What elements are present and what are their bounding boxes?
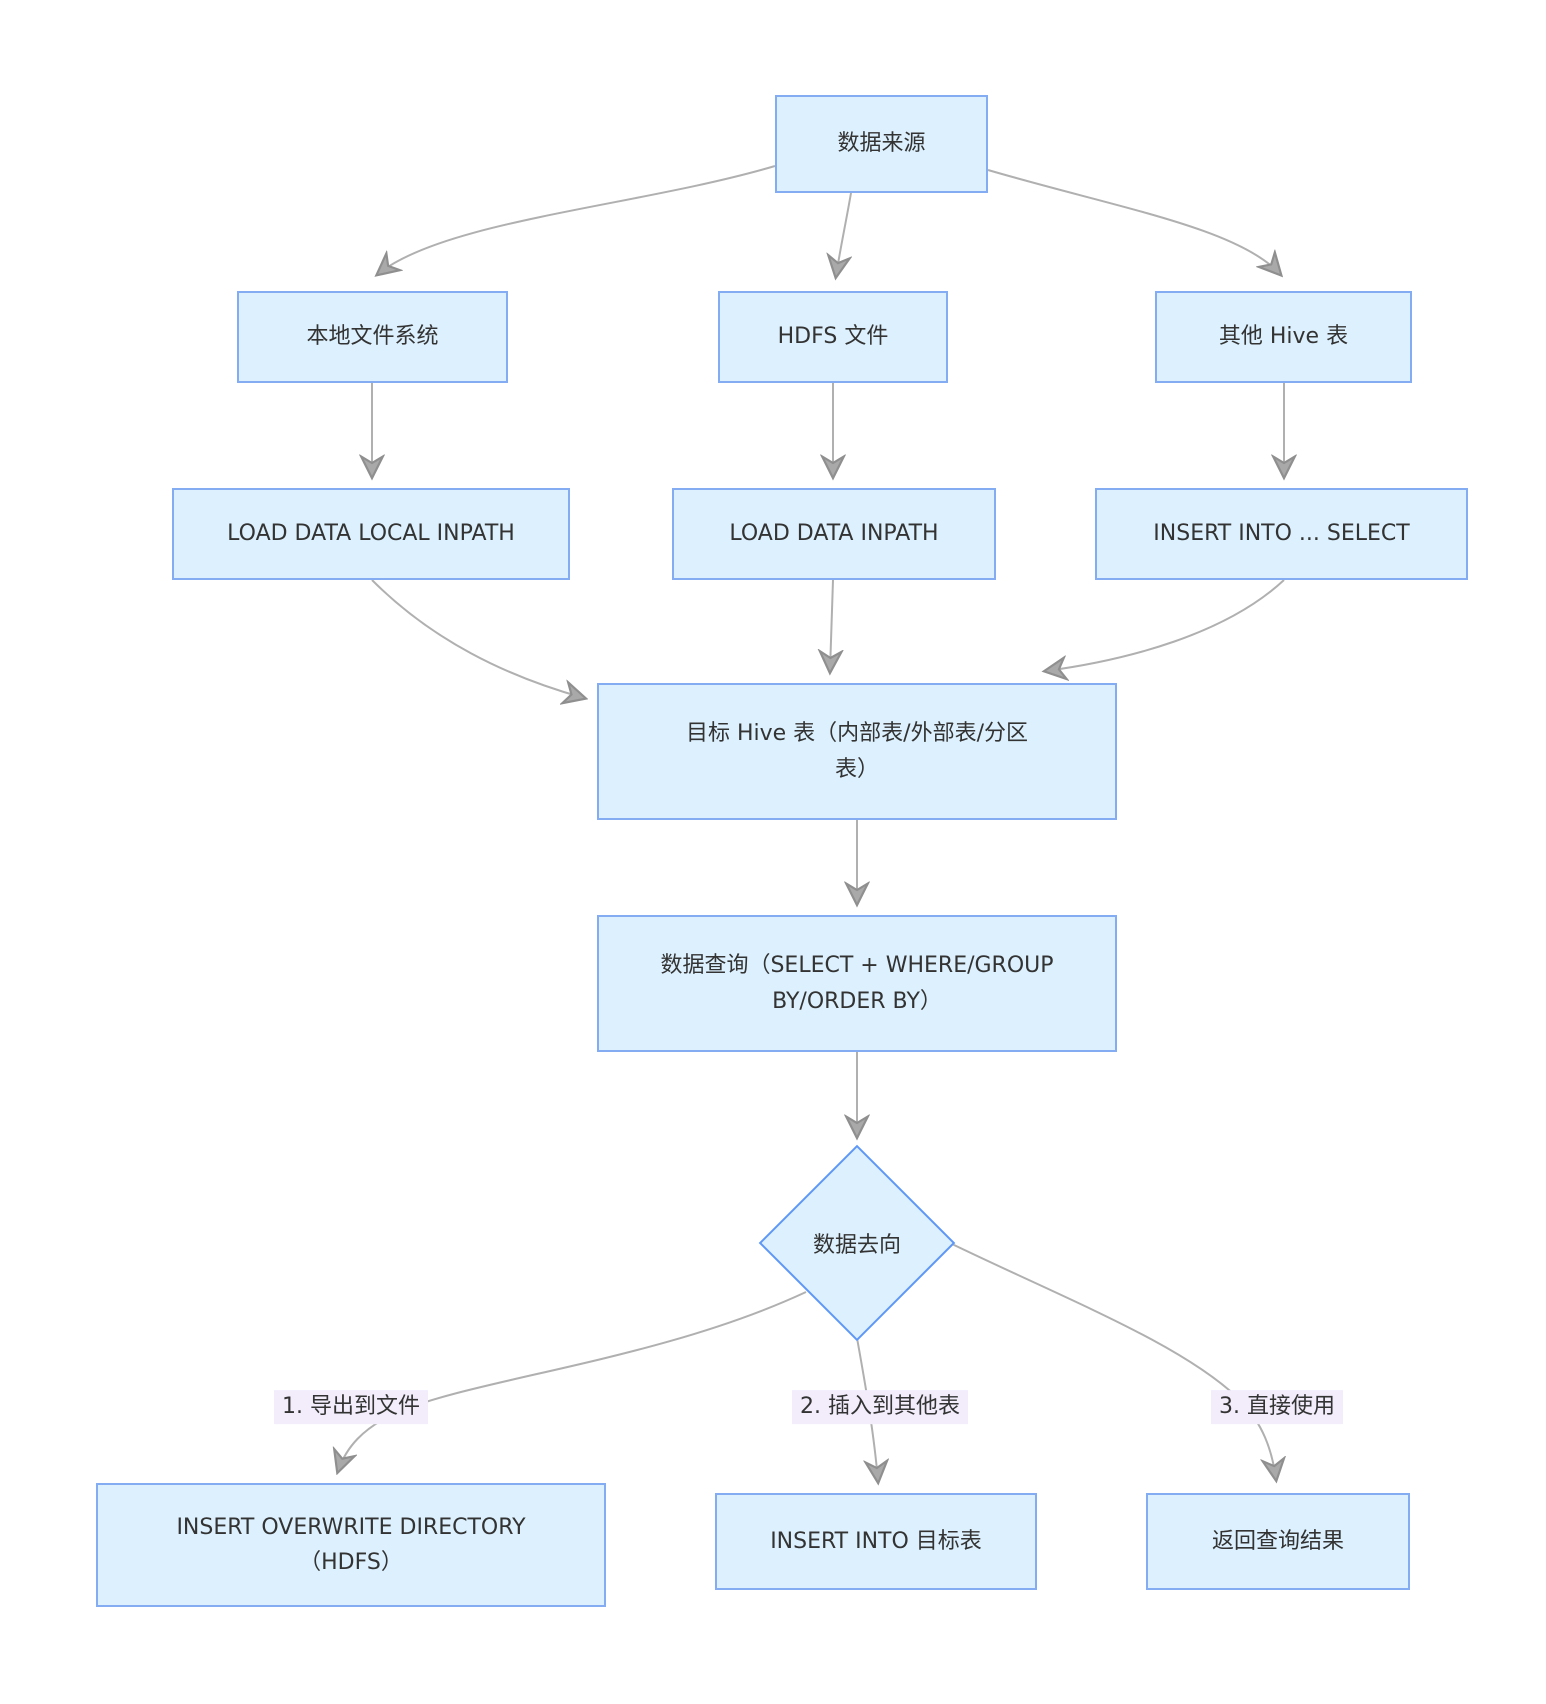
node-target-hive-table: 目标 Hive 表（内部表/外部表/分区 表） [597,683,1117,820]
node-insert-into-select: INSERT INTO ... SELECT [1095,488,1468,580]
edge-label-insert-other-table: 2. 插入到其他表 [792,1390,968,1424]
decision-label: 数据去向 [812,1233,901,1258]
decision-data-destination: 数据去向 [757,1144,957,1342]
edge-loadinpath-target [830,579,833,671]
edge-source-otherhive [987,169,1280,274]
edge-source-localfs [378,165,776,274]
edge-loadlocal-target [371,579,584,698]
node-data-source: 数据来源 [775,95,988,193]
node-load-data-local-inpath: LOAD DATA LOCAL INPATH [172,488,570,580]
edge-destination-exportdir [338,1291,807,1471]
node-insert-overwrite-directory: INSERT OVERWRITE DIRECTORY （HDFS） [96,1483,606,1607]
edge-label-export-to-file: 1. 导出到文件 [274,1390,428,1424]
node-other-hive-table: 其他 Hive 表 [1155,291,1412,383]
edge-label-direct-use: 3. 直接使用 [1211,1390,1343,1424]
node-data-query: 数据查询（SELECT + WHERE/GROUP BY/ORDER BY） [597,915,1117,1052]
node-load-data-inpath: LOAD DATA INPATH [672,488,996,580]
node-insert-into-target-table: INSERT INTO 目标表 [715,1493,1037,1590]
node-local-filesystem: 本地文件系统 [237,291,508,383]
node-return-query-result: 返回查询结果 [1146,1493,1410,1590]
node-hdfs-file: HDFS 文件 [718,291,948,383]
edge-insertselect-target [1046,579,1285,671]
edge-source-hdfs [836,192,851,276]
edge-destination-returnresult [951,1243,1276,1479]
